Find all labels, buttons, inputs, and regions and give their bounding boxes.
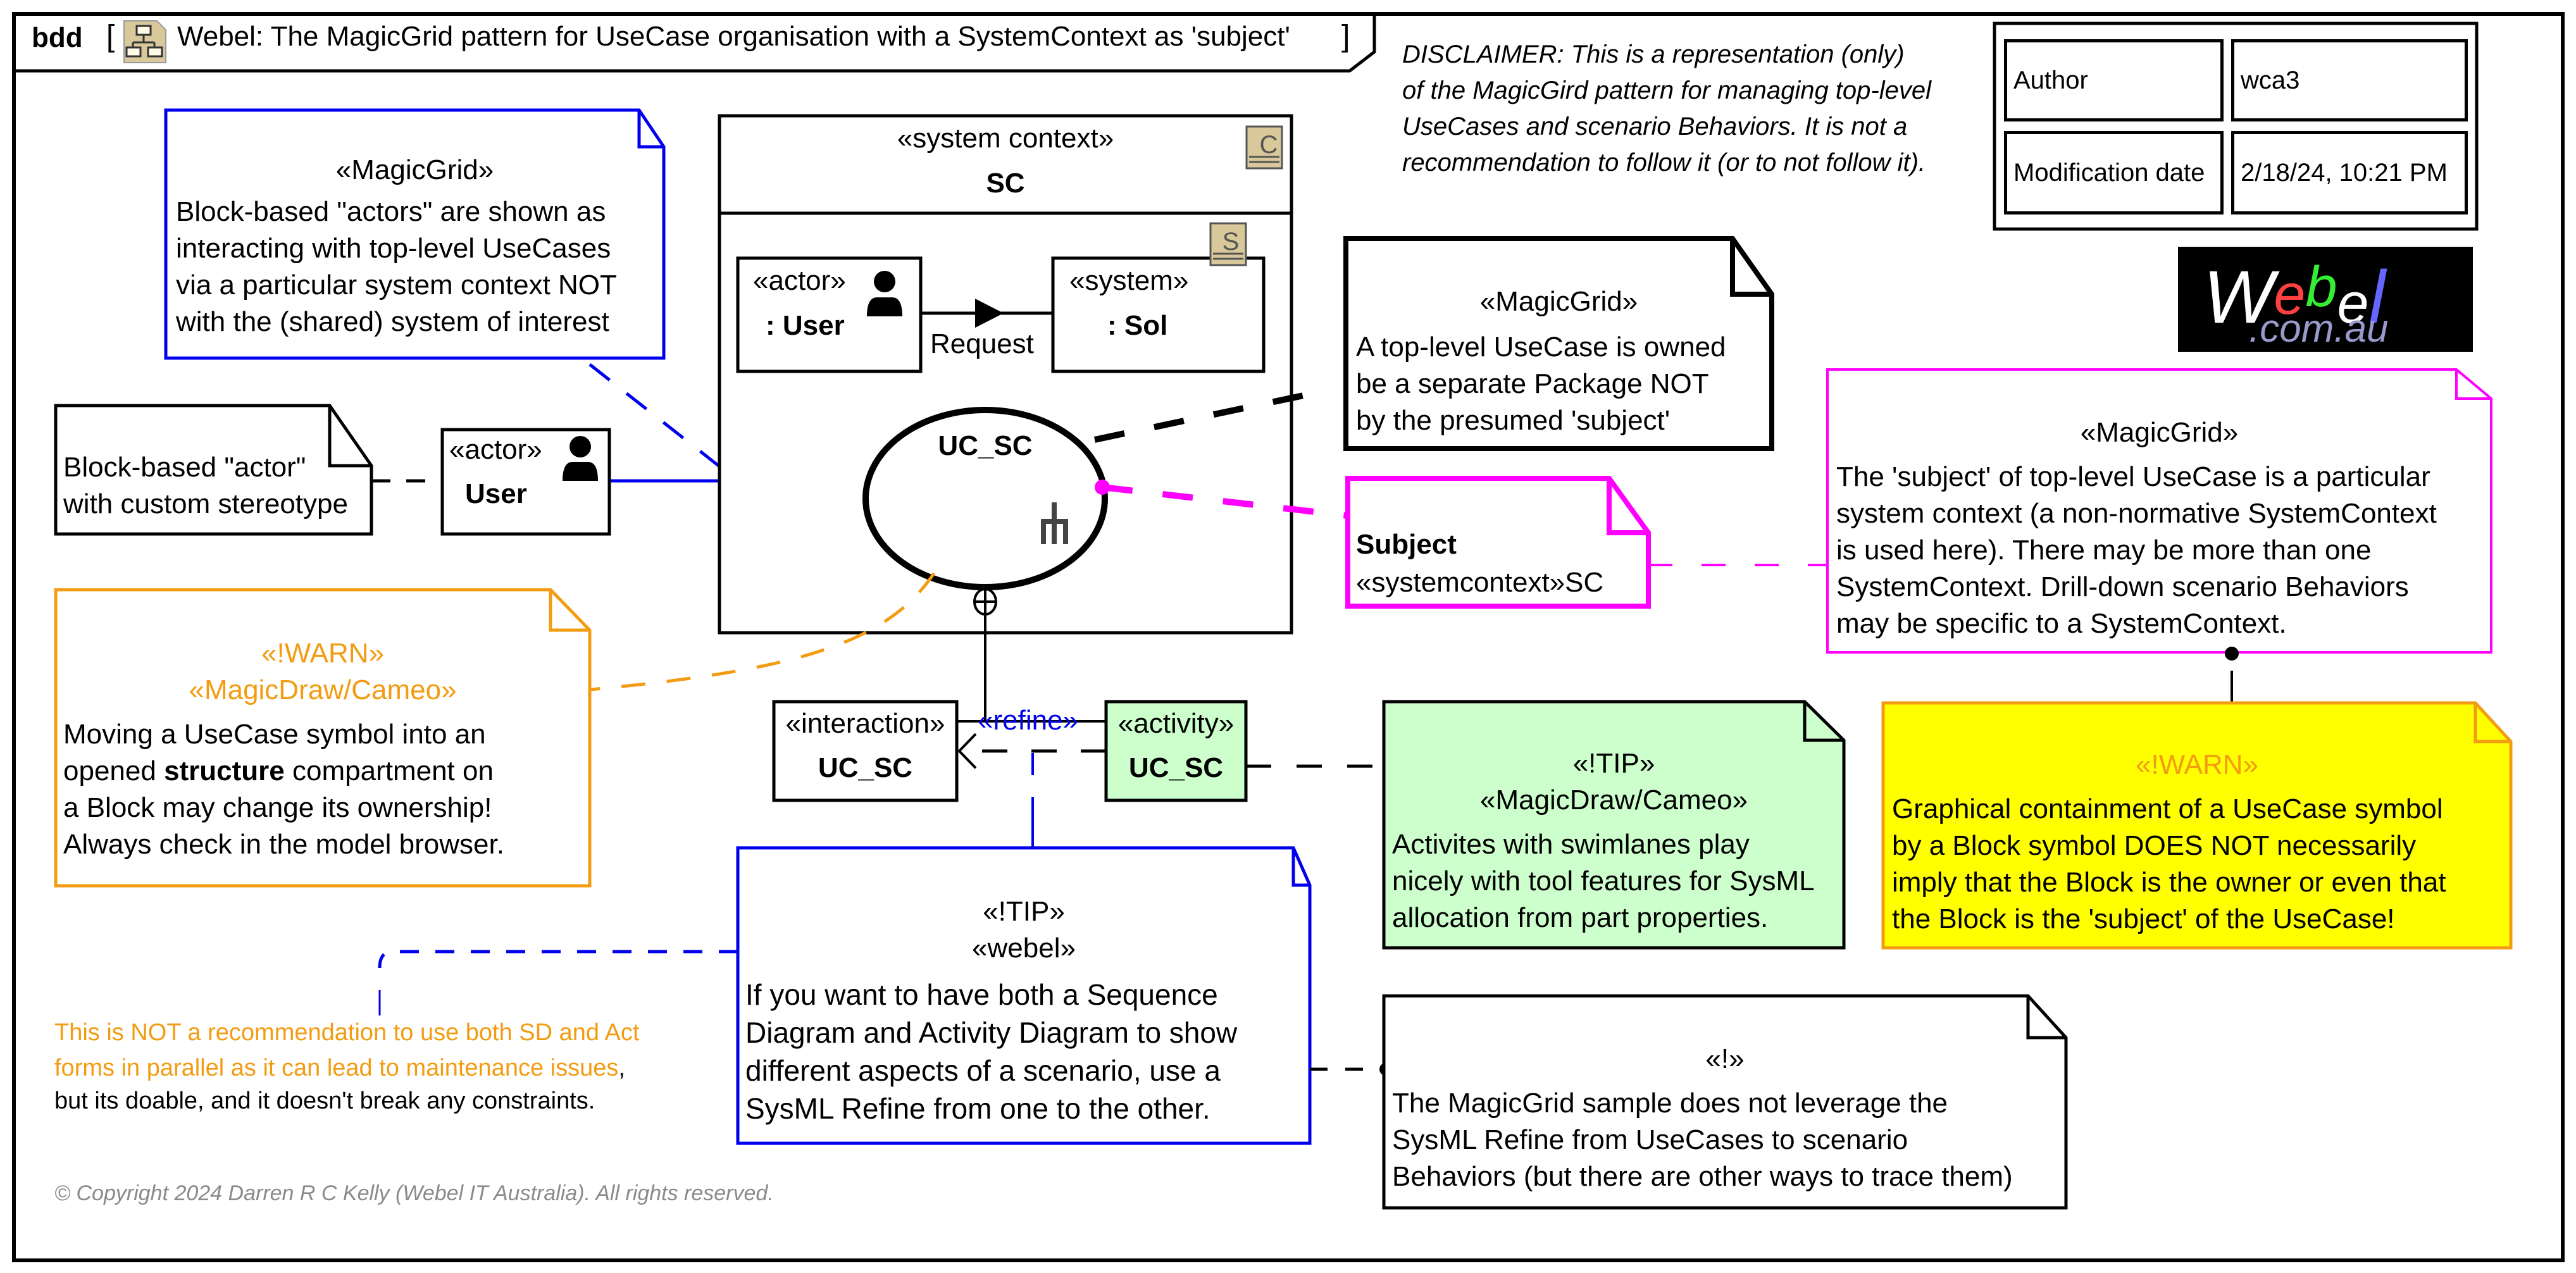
structure-warn-stereotype-2: «MagicDraw/Cameo» — [189, 674, 457, 705]
disclaimer-line: DISCLAIMER: This is a representation (on… — [1402, 40, 1905, 68]
use-case-name[interactable]: UC_SC — [938, 430, 1033, 461]
refine-tip-note-shape — [736, 846, 1312, 1145]
block-s-icon: S — [1209, 222, 1247, 266]
actors-note-body: Block-based "actors" are shown as intera… — [176, 196, 617, 337]
interaction-shape — [772, 700, 959, 802]
subject-explain-note-stereotype: «MagicGrid» — [2080, 417, 2239, 448]
activity-stereotype: «activity» — [1117, 708, 1235, 739]
svg-text:S: S — [1223, 228, 1240, 256]
actors-note-shape — [164, 108, 666, 360]
request-connector-label: Request — [930, 328, 1034, 359]
actors-note-stereotype: «MagicGrid» — [335, 154, 494, 185]
refine-tip-stereotype-1: «!TIP» — [983, 896, 1065, 927]
logo-letter: b — [2305, 256, 2337, 319]
containment-warn-body: Graphical containment of a UseCase symbo… — [1892, 793, 2446, 935]
recommendation-warning: This is NOT a recommendation to use both… — [54, 1019, 640, 1081]
logo-letter: e — [2337, 272, 2369, 335]
recommendation-text: This is NOT a recommendation to use both… — [54, 1015, 639, 1086]
magicgrid-sample-body: The MagicGrid sample does not leverage t… — [1392, 1088, 2013, 1192]
structure-warn-stereotype-1: «!WARN» — [261, 638, 384, 669]
author-label: Author — [2004, 39, 2224, 121]
modification-date-label: Modification date — [2004, 131, 2224, 214]
subject-note-body: «systemcontext»SC — [1356, 567, 1604, 598]
refine-tip-body: If you want to have both a Sequence Diag… — [745, 978, 1238, 1125]
structure-warn-anchor — [589, 572, 936, 692]
magicgrid-sample-note-shape — [1382, 994, 2068, 1210]
activity-name[interactable]: UC_SC — [1128, 752, 1224, 783]
subject-note-shape — [1345, 476, 1651, 609]
package-note-stereotype: «MagicGrid» — [1479, 286, 1638, 317]
webel-logo-wordmark: Webel — [2203, 249, 2386, 342]
user-part-name[interactable]: : User — [766, 310, 845, 341]
structure-warn-body-bold: structure — [164, 755, 285, 786]
swimlane-tip-stereotype-1: «!TIP» — [1572, 748, 1655, 779]
swimlane-tip-stereotype-2: «MagicDraw/Cameo» — [1479, 785, 1748, 816]
sol-part-shape — [1051, 256, 1266, 373]
disclaimer: DISCLAIMER: This is a representation (on… — [1402, 37, 1931, 181]
swimlane-tip-body: Activites with swimlanes play nicely wit… — [1392, 829, 1815, 933]
structure-warn-body-part: compartment on a Block may change its ow… — [63, 755, 504, 860]
disclaimer-line: of the MagicGird pattern for managing to… — [1402, 77, 1931, 104]
containment-warn-stereotype: «!WARN» — [2136, 749, 2258, 780]
sol-part-name[interactable]: : Sol — [1107, 310, 1168, 341]
swimlane-tip-note-shape — [1382, 700, 1846, 950]
title-bracket-open: [ — [106, 20, 115, 53]
interaction-name[interactable]: UC_SC — [818, 752, 913, 783]
actor-note-body: Block-based "actor" with custom stereoty… — [63, 452, 348, 519]
recommendation-anchor — [378, 950, 738, 969]
diagram-frame-tab — [14, 14, 1376, 73]
package-note-body: A top-level UseCase is owned be a separa… — [1356, 332, 1726, 436]
recommendation-comma: , — [618, 1055, 625, 1081]
actor-block-name[interactable]: User — [465, 478, 527, 509]
interaction-stereotype: «interaction» — [785, 708, 945, 739]
logo-letter: W — [2203, 256, 2274, 339]
refine-label: «refine» — [978, 705, 1079, 736]
package-note-shape — [1343, 236, 1774, 451]
structure-warn-body: Moving a UseCase symbol into an opened s… — [63, 716, 588, 863]
package-note-anchor — [1093, 390, 1317, 443]
subject-explain-note-shape — [1826, 368, 2492, 654]
actor-block-stereotype: «actor» — [449, 434, 542, 465]
author-value: wca3 — [2231, 39, 2468, 121]
webel-logo-domain: .com.au — [2249, 307, 2389, 351]
rake-icon — [1041, 502, 1068, 544]
disclaimer-line: UseCases and scenario Behaviors. It is n… — [1402, 113, 1908, 140]
containment-warn-note-shape — [1881, 701, 2513, 950]
sol-part-stereotype: «system» — [1069, 265, 1189, 296]
modification-date-value: 2/18/24, 10:21 PM — [2231, 131, 2468, 214]
recommendation-note: but its doable, and it doesn't break any… — [54, 1088, 595, 1114]
svg-text:C: C — [1260, 131, 1278, 159]
diagram-kind: bdd — [32, 22, 83, 53]
actors-note-anchor — [588, 363, 739, 482]
diagram-title[interactable]: Webel: The MagicGrid pattern for UseCase… — [177, 21, 1290, 52]
logo-letter: l — [2368, 256, 2386, 339]
flow-arrow-icon — [975, 299, 1004, 328]
actor-note-shape — [54, 404, 373, 536]
subject-note-title: Subject — [1356, 529, 1457, 560]
structure-warn-body-part: Moving a UseCase symbol into an opened — [63, 719, 486, 786]
refine-arrowhead-icon — [957, 733, 977, 769]
webel-logo: Webel .com.au — [2178, 247, 2473, 352]
refine-tip-stereotype-2: «webel» — [972, 933, 1076, 964]
system-context-stereotype: «system context» — [897, 123, 1114, 154]
user-part-person-icon — [867, 271, 902, 316]
title-bracket-close: ] — [1341, 20, 1350, 53]
system-context-name[interactable]: SC — [986, 168, 1025, 199]
disclaimer-line: recommendation to follow it (or to not f… — [1402, 149, 1926, 177]
structure-warn-note-shape — [54, 588, 592, 888]
copyright: © Copyright 2024 Darren R C Kelly (Webel… — [54, 1181, 774, 1205]
logo-letter: e — [2274, 263, 2306, 326]
magicgrid-sample-stereotype: «!» — [1705, 1043, 1745, 1074]
info-table-frame — [1993, 22, 2479, 231]
subject-note-anchor — [1102, 484, 1348, 519]
actor-person-icon — [563, 436, 598, 481]
subject-explain-note-body: The 'subject' of top-level UseCase is a … — [1836, 461, 2437, 639]
anchor-dot — [2225, 647, 2239, 661]
webel-logo-bg — [2178, 247, 2473, 352]
block-c-icon: C — [1245, 125, 1283, 170]
user-part-stereotype: «actor» — [753, 265, 846, 296]
diagram-frame — [12, 12, 2565, 1262]
bdd-diagram-icon — [123, 20, 166, 63]
